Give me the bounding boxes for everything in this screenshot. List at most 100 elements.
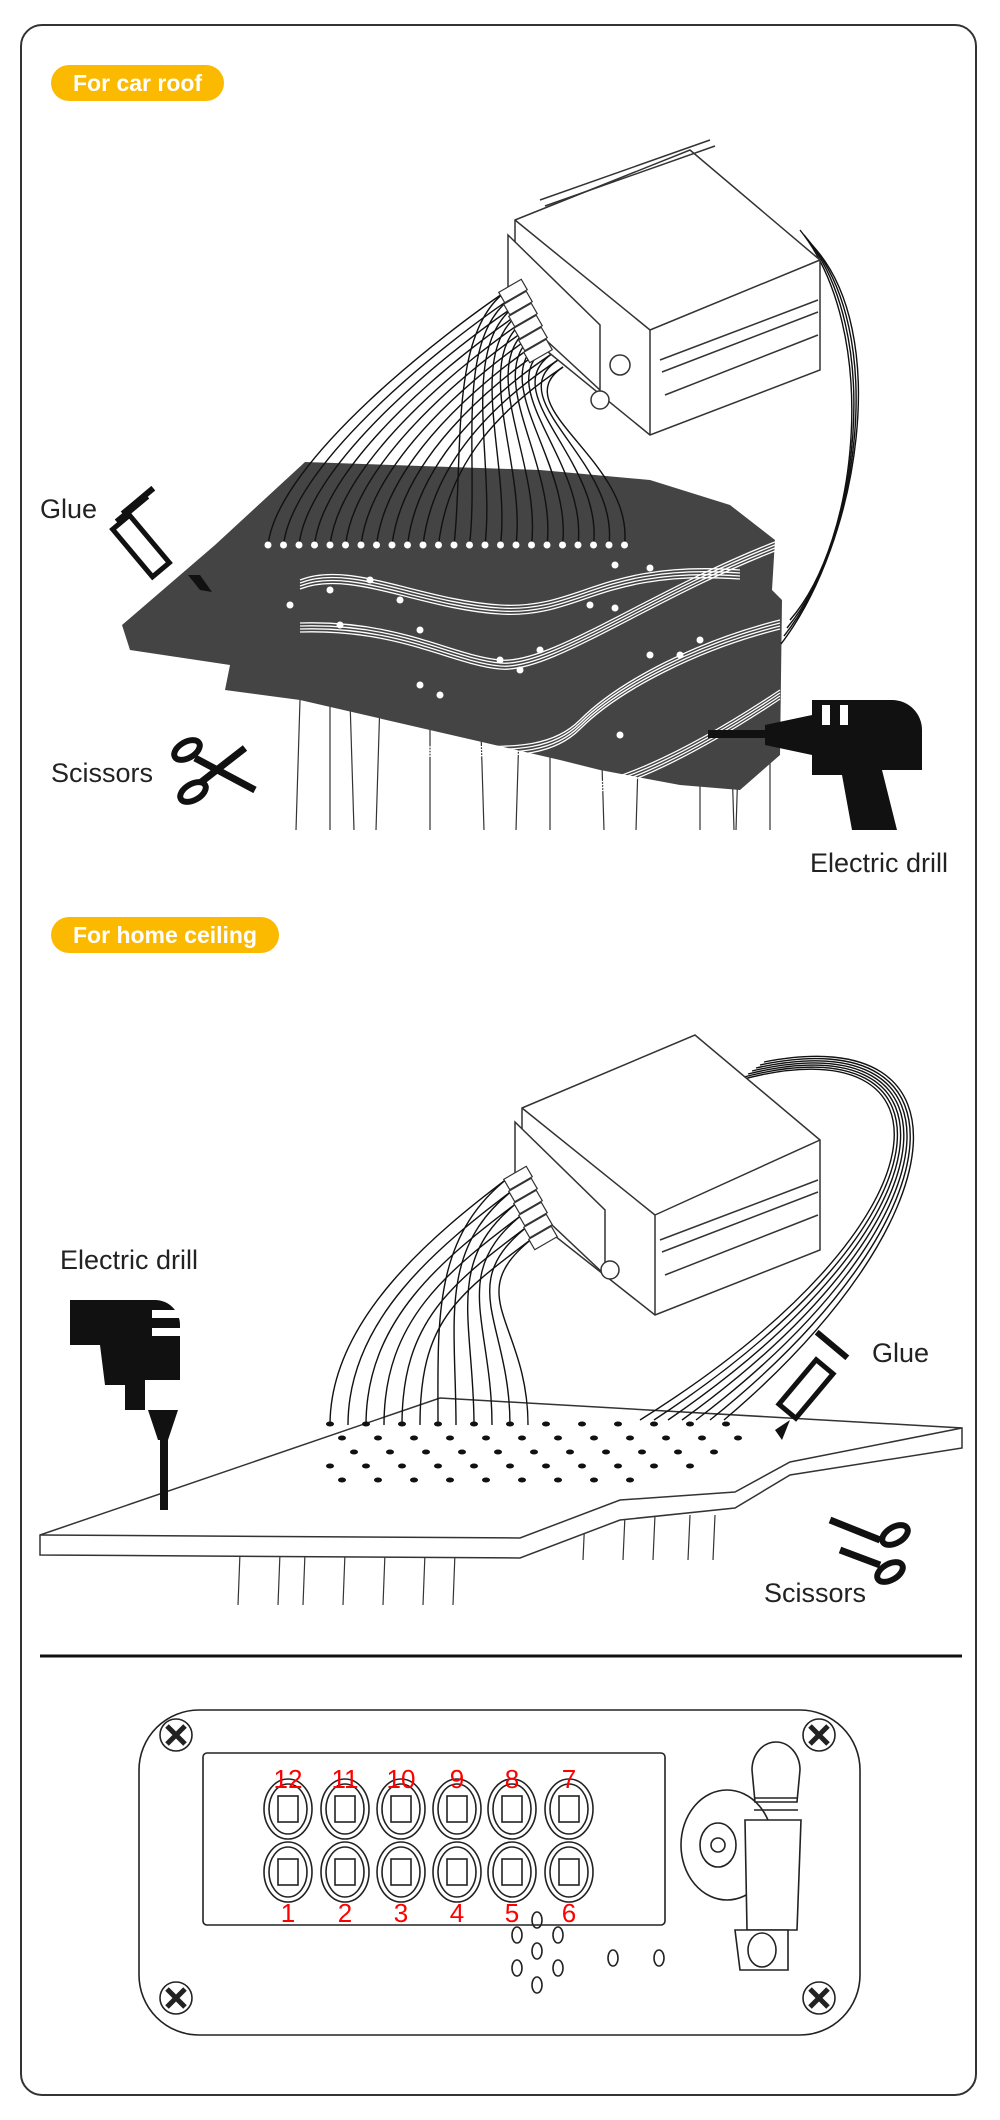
- fiber: [379, 628, 781, 760]
- fiber-hole: [422, 1449, 430, 1455]
- fiber-socket-core: [334, 1795, 356, 1823]
- fiber: [589, 695, 781, 792]
- fiber-hole: [605, 541, 613, 549]
- fiber: [639, 1068, 895, 1421]
- fiber-hole: [626, 1477, 634, 1483]
- fiber-port: [502, 290, 534, 316]
- fiber: [468, 296, 514, 546]
- fiber-socket-ring: [268, 1846, 308, 1898]
- fiber: [488, 1222, 533, 1426]
- port-number-label: 7: [562, 1764, 576, 1794]
- fiber-socket: [263, 1841, 313, 1903]
- light-engine-box: [507, 139, 821, 436]
- instruction-card: [20, 24, 977, 2096]
- port-number-label: 12: [274, 1764, 303, 1794]
- fiber-socket: [487, 1841, 537, 1903]
- fiber-hole: [398, 1421, 406, 1427]
- fiber: [622, 1514, 626, 1561]
- fiber: [723, 1055, 915, 1421]
- fiber: [382, 1552, 386, 1606]
- fiber-hole: [326, 1421, 334, 1427]
- fiber-port: [517, 326, 549, 352]
- vent-hole: [552, 1926, 564, 1944]
- fiber: [667, 1064, 902, 1421]
- fiber: [712, 1514, 716, 1561]
- fiber-hole: [338, 1435, 346, 1441]
- fiber-hole: [286, 601, 294, 609]
- fiber-hole: [590, 1435, 598, 1441]
- fiber-hole: [590, 541, 597, 549]
- fiber-socket-ring: [437, 1846, 477, 1898]
- fiber-hole: [650, 1463, 658, 1469]
- surface-fibers: [299, 539, 781, 795]
- fiber-socket: [432, 1778, 482, 1840]
- fiber-hole: [578, 1421, 586, 1427]
- port-number-label: 2: [338, 1898, 352, 1928]
- fiber: [540, 359, 611, 546]
- fiber-hole: [434, 1463, 442, 1469]
- fiber: [546, 366, 626, 546]
- port-number-label: 11: [332, 1764, 359, 1794]
- fiber-port: [512, 314, 544, 340]
- fiber-hole: [481, 541, 489, 549]
- fiber: [299, 548, 781, 670]
- fiber-socket-core: [277, 1795, 299, 1823]
- vent-hole: [531, 1911, 543, 1929]
- fiber-hole: [338, 1477, 346, 1483]
- fiber-socket-core: [334, 1858, 356, 1886]
- fiber-hole: [506, 1421, 514, 1427]
- fiber: [780, 244, 860, 645]
- fiber-hole: [638, 1449, 646, 1455]
- screw-icon: [802, 1718, 836, 1752]
- fiber: [652, 1514, 656, 1561]
- port-number-label: 5: [505, 1898, 519, 1928]
- fiber: [342, 1552, 346, 1606]
- fiber-hole: [588, 806, 596, 814]
- fiber: [365, 1198, 523, 1426]
- fiber-hole: [446, 1435, 454, 1441]
- fiber-hole: [374, 1435, 382, 1441]
- fiber-hole: [559, 541, 566, 549]
- fiber-socket-core: [446, 1795, 468, 1823]
- fiber-hole: [470, 1421, 478, 1427]
- fiber-hole: [494, 1449, 502, 1455]
- fiber-hole: [686, 1463, 694, 1469]
- fiber: [589, 692, 781, 789]
- vent-hole: [552, 1959, 564, 1977]
- fiber-socket-core: [446, 1858, 468, 1886]
- fiber-hole: [662, 1435, 670, 1441]
- fiber-hole: [554, 1435, 562, 1441]
- fiber: [687, 1514, 691, 1561]
- fiber-hole: [734, 1435, 742, 1441]
- fiber-hole: [554, 1477, 562, 1483]
- fiber: [789, 229, 853, 621]
- fiber: [534, 352, 595, 546]
- fiber-hole: [350, 1449, 358, 1455]
- fiber: [419, 1234, 538, 1426]
- fiber: [437, 366, 564, 546]
- fiber-socket: [544, 1841, 594, 1903]
- fiber-socket-ring: [268, 1783, 308, 1835]
- fiber: [499, 317, 529, 546]
- fiber: [267, 289, 509, 546]
- fiber-hole: [280, 541, 287, 549]
- fiber: [277, 1552, 281, 1606]
- fiber-hole: [342, 541, 349, 549]
- fiber: [329, 1174, 513, 1426]
- fiber: [347, 1186, 518, 1426]
- screw-cross: [808, 1987, 830, 2009]
- fiber-socket-core: [501, 1858, 523, 1886]
- fiber-hole: [458, 1449, 466, 1455]
- fiber-hole: [602, 1449, 610, 1455]
- fiber: [299, 539, 781, 661]
- fiber-socket: [487, 1778, 537, 1840]
- electric-drill-icon: [708, 700, 922, 830]
- fiber: [507, 324, 534, 546]
- fiber-hole: [621, 541, 628, 549]
- scissors-icon: [828, 1516, 911, 1585]
- fiber: [422, 1552, 426, 1606]
- fiber-socket-ring: [381, 1783, 421, 1835]
- glue-label: Glue: [872, 1338, 930, 1368]
- car-roof-panel: [122, 462, 782, 790]
